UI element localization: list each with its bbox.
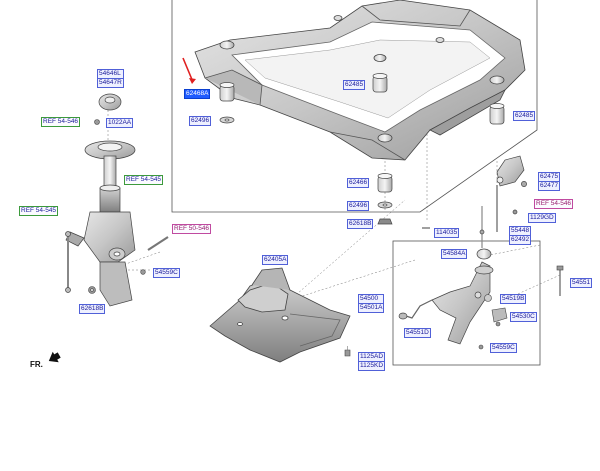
bolt-54559c-left bbox=[140, 269, 146, 275]
label-62496-low[interactable]: 62496 bbox=[347, 201, 370, 211]
lower-arm-box bbox=[392, 240, 541, 366]
nut-62618b-top bbox=[377, 218, 393, 225]
lower-control-arm bbox=[398, 206, 494, 345]
washer-62496-top bbox=[219, 116, 235, 124]
label-group-62475: 62475 62477 bbox=[538, 172, 561, 191]
nut-1022aa bbox=[94, 119, 100, 125]
label-54559c-left[interactable]: 54559C bbox=[153, 268, 180, 278]
subframe-box bbox=[171, 0, 538, 213]
stabilizer-link bbox=[65, 231, 71, 293]
ball-joint-54519b bbox=[484, 294, 492, 302]
ref-54-546-top[interactable]: REF 54-546 bbox=[41, 117, 81, 127]
label-group-54500: 54500 54501A bbox=[358, 294, 385, 313]
ball-joint-54530c bbox=[491, 307, 508, 327]
washer-62496-low bbox=[377, 201, 393, 209]
ref-50-546[interactable]: REF 50-546 bbox=[172, 224, 212, 234]
bolt-ref-50546 bbox=[147, 236, 169, 251]
bolt-1125ad bbox=[344, 346, 351, 357]
label-54559c-right[interactable]: 54559C bbox=[490, 343, 517, 353]
strut-assembly bbox=[65, 93, 136, 307]
nut-62618b-low bbox=[88, 286, 96, 294]
label-62485-right[interactable]: 62485 bbox=[513, 111, 536, 121]
label-1129gd[interactable]: 1129GD bbox=[528, 213, 556, 223]
ref-54-545-left[interactable]: REF 54-545 bbox=[19, 206, 59, 216]
label-group-1125ad: 1125AD 1125KD bbox=[358, 352, 386, 371]
label-62492[interactable]: 62492 bbox=[509, 235, 532, 245]
label-62477[interactable]: 62477 bbox=[538, 181, 561, 191]
label-62405a[interactable]: 62405A bbox=[262, 255, 289, 265]
under-cover-62405a bbox=[209, 267, 351, 363]
label-54530c[interactable]: 54530C bbox=[510, 312, 537, 322]
tie-rod-bracket bbox=[496, 155, 527, 232]
ref-54-545[interactable]: REF 54-545 bbox=[124, 175, 164, 185]
callout-arrow-icon bbox=[182, 57, 196, 84]
label-54584a[interactable]: 54584A bbox=[441, 249, 468, 259]
label-114035[interactable]: 114035 bbox=[434, 228, 460, 238]
label-54647r[interactable]: 54647R bbox=[97, 78, 124, 88]
bushing-62468a bbox=[219, 82, 235, 102]
label-1022aa[interactable]: 1022AA bbox=[106, 118, 134, 128]
label-62485-mid[interactable]: 62485 bbox=[343, 80, 366, 90]
front-orientation-label: FR. bbox=[30, 360, 43, 369]
bushing-62485-mid bbox=[372, 73, 388, 93]
label-group-55448: 55448 62492 bbox=[509, 226, 532, 245]
label-54519b[interactable]: 54519B bbox=[500, 294, 527, 304]
label-1125kd[interactable]: 1125KD bbox=[358, 361, 386, 371]
bushing-62466 bbox=[377, 173, 393, 193]
label-62618b-low[interactable]: 62618B bbox=[79, 304, 106, 314]
label-62468a[interactable]: 62468A bbox=[184, 89, 211, 99]
label-54501a[interactable]: 54501A bbox=[358, 303, 385, 313]
bushing-62485-right bbox=[489, 103, 505, 125]
ref-54-546-right[interactable]: REF 54-546 bbox=[534, 199, 574, 209]
label-54551d[interactable]: 54551D bbox=[404, 328, 431, 338]
bolt-54559c-right bbox=[478, 344, 484, 350]
front-arrow-icon bbox=[48, 351, 61, 363]
label-54551[interactable]: 54551 bbox=[570, 278, 593, 288]
bolt-55451 bbox=[556, 265, 564, 296]
label-62496-top[interactable]: 62496 bbox=[189, 116, 212, 126]
label-62618b-top[interactable]: 62618B bbox=[347, 219, 374, 229]
label-group-54646: 54646L 54647R bbox=[97, 69, 124, 88]
label-62466[interactable]: 62466 bbox=[347, 178, 370, 188]
